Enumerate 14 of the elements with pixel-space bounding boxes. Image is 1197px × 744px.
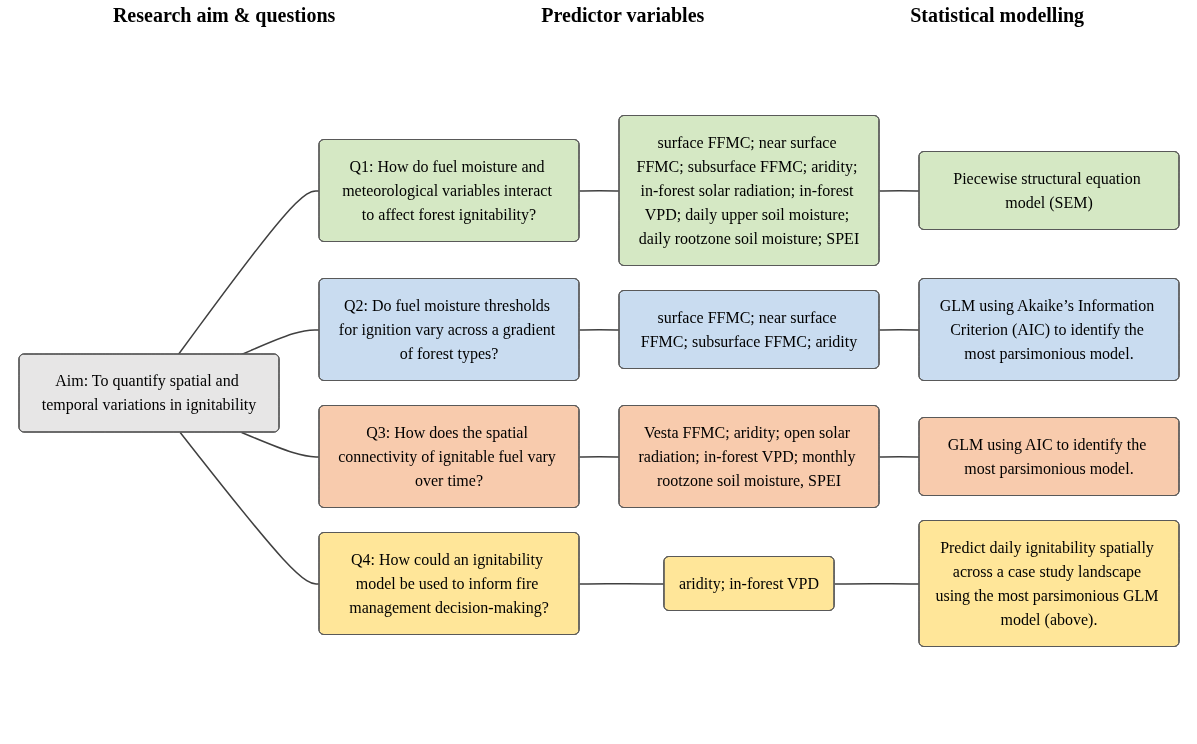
connector [833,582,920,585]
connector [878,455,920,458]
connector [878,189,920,192]
connector [178,431,320,585]
connector [240,431,320,458]
column-heading: Predictor variables [541,4,705,27]
connector [878,328,920,331]
connector [578,582,665,585]
column-heading: Research aim & questions [112,4,336,27]
connector [578,455,620,458]
connector [578,189,620,192]
connector [578,328,620,331]
column-heading: Statistical modelling [910,4,1085,27]
connector [177,190,320,356]
